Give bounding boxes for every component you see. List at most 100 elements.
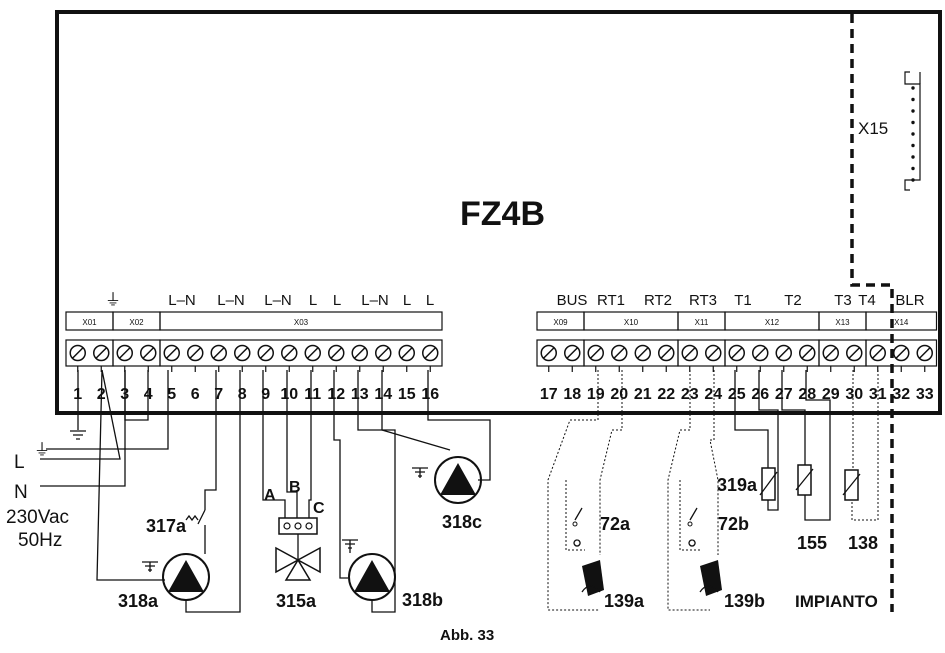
terminal-number: 30 bbox=[845, 386, 863, 403]
function-label: T2 bbox=[784, 292, 802, 309]
earth-top-symbol: ⏚ bbox=[105, 291, 121, 309]
terminal-26: 26 bbox=[751, 344, 769, 403]
label-139b: 139b bbox=[724, 591, 765, 611]
terminal-16: 16 bbox=[421, 344, 439, 403]
terminal-30: 30 bbox=[845, 344, 863, 403]
terminal-24: 24 bbox=[704, 344, 722, 403]
label-72a: 72a bbox=[600, 514, 631, 534]
terminal-number: 24 bbox=[704, 386, 722, 403]
terminal-11: 11 bbox=[304, 344, 321, 403]
device-139a bbox=[581, 560, 604, 596]
terminal-number: 28 bbox=[798, 386, 816, 403]
function-label: T3 bbox=[834, 292, 852, 309]
terminal-number: 33 bbox=[916, 386, 934, 403]
label-72b: 72b bbox=[718, 514, 749, 534]
function-label: BLR bbox=[895, 292, 924, 309]
label-139a: 139a bbox=[604, 591, 645, 611]
terminal-20: 20 bbox=[610, 344, 628, 403]
terminal-group-id: X12 bbox=[765, 318, 780, 327]
terminal-32: 32 bbox=[892, 344, 910, 403]
terminal-number: 16 bbox=[421, 386, 439, 403]
x03-function-label: L bbox=[333, 292, 341, 309]
terminal-14: 14 bbox=[374, 344, 392, 403]
terminal-group-id: X02 bbox=[129, 318, 144, 327]
x03-function-label: L–N bbox=[264, 292, 292, 309]
terminal-number: 20 bbox=[610, 386, 628, 403]
board-title: FZ4B bbox=[460, 195, 545, 233]
x03-function-label: L bbox=[309, 292, 317, 309]
terminal-number: 6 bbox=[191, 386, 200, 403]
earth-supply-symbol: ⏚ bbox=[34, 441, 50, 459]
function-label: T4 bbox=[858, 292, 876, 309]
terminal-number: 32 bbox=[892, 386, 910, 403]
figure-caption: Abb. 33 bbox=[440, 627, 494, 644]
terminal-number: 22 bbox=[657, 386, 675, 403]
terminal-7: 7 bbox=[210, 344, 227, 403]
x03-function-label: L–N bbox=[168, 292, 196, 309]
label-138: 138 bbox=[848, 533, 878, 553]
sensor-319a bbox=[759, 467, 778, 501]
terminal-number: 26 bbox=[751, 386, 769, 403]
thermostat-72a bbox=[572, 507, 583, 547]
terminal-number: 18 bbox=[563, 386, 581, 403]
x15-connector bbox=[904, 71, 921, 191]
terminal-19: 19 bbox=[587, 344, 605, 403]
terminal-number: 7 bbox=[214, 386, 223, 403]
terminal-28: 28 bbox=[798, 344, 816, 403]
component-wiring bbox=[70, 369, 831, 613]
terminal-22: 22 bbox=[657, 344, 675, 403]
function-label: BUS bbox=[557, 292, 588, 309]
sensor-138 bbox=[842, 469, 861, 501]
x03-function-label: L bbox=[426, 292, 434, 309]
terminal-number: 13 bbox=[351, 386, 369, 403]
terminal-group-id: X03 bbox=[294, 318, 309, 327]
terminal-21: 21 bbox=[634, 344, 652, 403]
function-label: RT2 bbox=[644, 292, 672, 309]
x15-label: X15 bbox=[858, 119, 888, 138]
terminal-number: 27 bbox=[775, 386, 793, 403]
x03-function-label: L–N bbox=[361, 292, 389, 309]
valve-315a bbox=[275, 517, 321, 581]
fz4b-board bbox=[55, 10, 942, 415]
terminal-12: 12 bbox=[327, 344, 345, 403]
terminal-27: 27 bbox=[775, 344, 793, 403]
terminal-25: 25 bbox=[728, 344, 746, 403]
label-valve-c: C bbox=[313, 500, 325, 517]
terminal-33: 33 bbox=[916, 344, 934, 403]
supply-voltage: 230Vac bbox=[6, 507, 69, 528]
terminal-group-id: X13 bbox=[835, 318, 850, 327]
terminal-8: 8 bbox=[234, 344, 251, 403]
terminal-number: 17 bbox=[540, 386, 558, 403]
x03-function-label: L–N bbox=[217, 292, 245, 309]
pump-318a bbox=[162, 553, 210, 601]
label-315a: 315a bbox=[276, 591, 317, 611]
terminal-18: 18 bbox=[563, 344, 581, 403]
pump-318c bbox=[434, 456, 482, 504]
supply-frequency: 50Hz bbox=[18, 530, 62, 551]
terminal-number: 8 bbox=[238, 386, 247, 403]
terminal-number: 5 bbox=[167, 386, 176, 403]
supply-n-label: N bbox=[14, 482, 28, 503]
supply-l-label: L bbox=[14, 452, 25, 473]
label-155: 155 bbox=[797, 533, 827, 553]
function-label: RT3 bbox=[689, 292, 717, 309]
label-impianto: IMPIANTO bbox=[795, 592, 878, 611]
x03-function-label: L bbox=[403, 292, 411, 309]
sensor-155 bbox=[795, 464, 814, 496]
terminal-group-id: X14 bbox=[894, 318, 909, 327]
terminal-13: 13 bbox=[351, 344, 369, 403]
terminal-group-id: X11 bbox=[695, 318, 709, 327]
terminal-number: 25 bbox=[728, 386, 746, 403]
terminal-6: 6 bbox=[187, 344, 204, 403]
terminal-number: 10 bbox=[280, 386, 298, 403]
function-label: T1 bbox=[734, 292, 752, 309]
terminal-10: 10 bbox=[280, 344, 298, 403]
pump-318b bbox=[348, 553, 396, 601]
